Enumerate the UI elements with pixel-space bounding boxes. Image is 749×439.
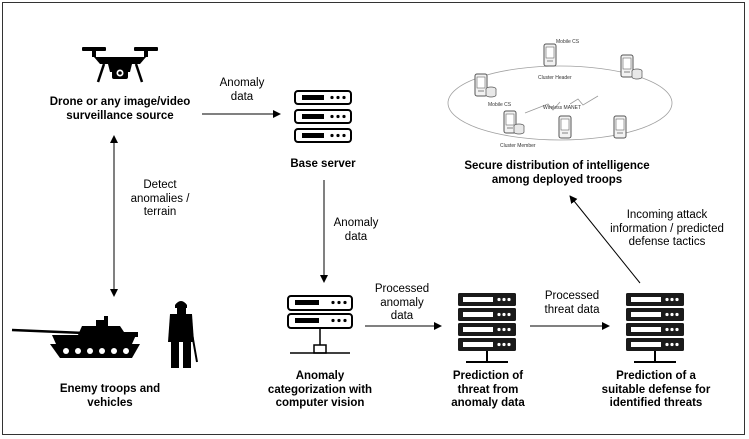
secure-distribution-label: Secure distribution of intelligence amon… [464,160,650,186]
edge-label-server-to-cv: Anomaly data [333,217,379,243]
anomaly-cv-label: Anomaly categorization with computer vis… [267,370,373,409]
edge-label-cv-to-threat: Processed anomaly data [374,283,430,322]
computer-vision-server-icon [287,295,353,354]
base-server-label: Base server [290,158,356,170]
edge-defense-to-troops [569,195,641,284]
edge-label-drone-to-server: Anomaly data [219,77,265,103]
edge-label-drone-enemy: Detect anomalies / terrain [130,179,190,218]
tank-icon [11,316,140,358]
diagram-frame [2,2,745,435]
edge-label-threat-to-defense: Processed threat data [544,290,600,316]
cluster-header-label: Cluster Header [538,75,572,81]
threat-prediction-server-icon [458,293,516,363]
mobile-cs-top-label: Mobile CS [556,39,580,45]
cluster-member-label: Cluster Member [500,143,536,149]
wireless-manet-label: Wireless MANET [543,105,581,111]
enemy-label: Enemy troops and vehicles [59,383,161,409]
threat-prediction-label: Prediction of threat from anomaly data [451,370,525,409]
network-illustration: Mobile CS Cluster Header Mobile CS Wirel… [447,39,673,149]
edge-label-defense-to-troops: Incoming attack information / predicted … [610,209,724,248]
defense-prediction-server-icon [626,293,684,363]
mobile-cs-left-label: Mobile CS [488,102,512,108]
drone-label: Drone or any image/video surveillance so… [49,96,191,122]
base-server-icon [294,90,352,143]
soldier-icon [168,301,198,368]
drone-icon [82,47,158,83]
defense-prediction-label: Prediction of a suitable defense for ide… [601,370,711,409]
